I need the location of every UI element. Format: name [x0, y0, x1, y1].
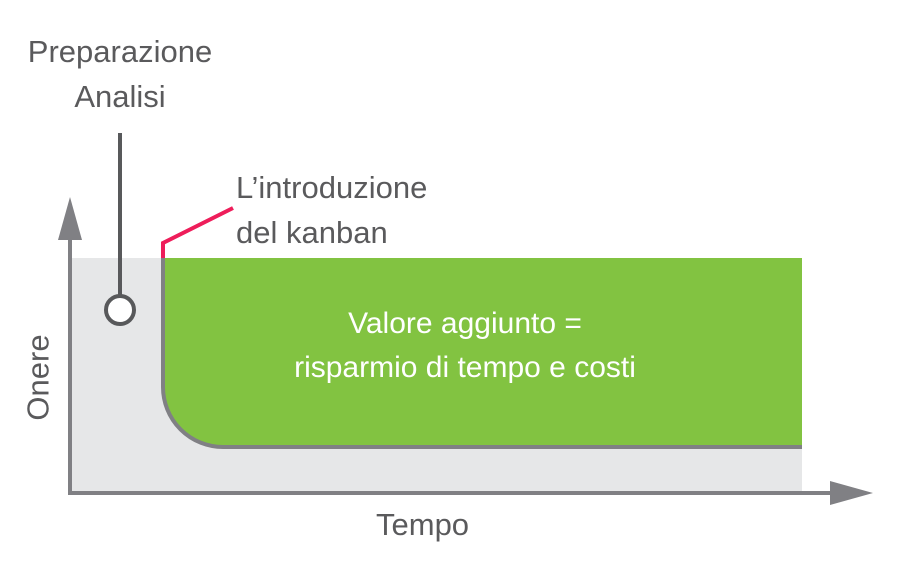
preparation-line-1: Preparazione: [27, 34, 213, 69]
value-added-label: Valore aggiunto = risparmio di tempo e c…: [240, 302, 690, 390]
value-line-2: risparmio di tempo e costi: [294, 351, 636, 384]
preparation-line-2: Analisi: [74, 79, 166, 114]
kanban-intro-label: L’introduzione del kanban: [236, 165, 427, 255]
y-axis-label: Onere: [20, 334, 56, 421]
x-axis-arrow: [830, 481, 873, 505]
kanban-line-2: del kanban: [236, 215, 388, 250]
y-axis-arrow: [58, 197, 82, 240]
kanban-pointer: [161, 206, 234, 258]
kanban-line-1: L’introduzione: [236, 170, 428, 205]
cost-curve: [161, 258, 802, 449]
value-added-area: [163, 258, 802, 447]
x-axis-label: Tempo: [376, 507, 470, 542]
preparation-marker: [104, 294, 136, 326]
preparation-label: Preparazione Analisi: [20, 29, 220, 119]
value-line-1: Valore aggiunto =: [348, 307, 582, 340]
